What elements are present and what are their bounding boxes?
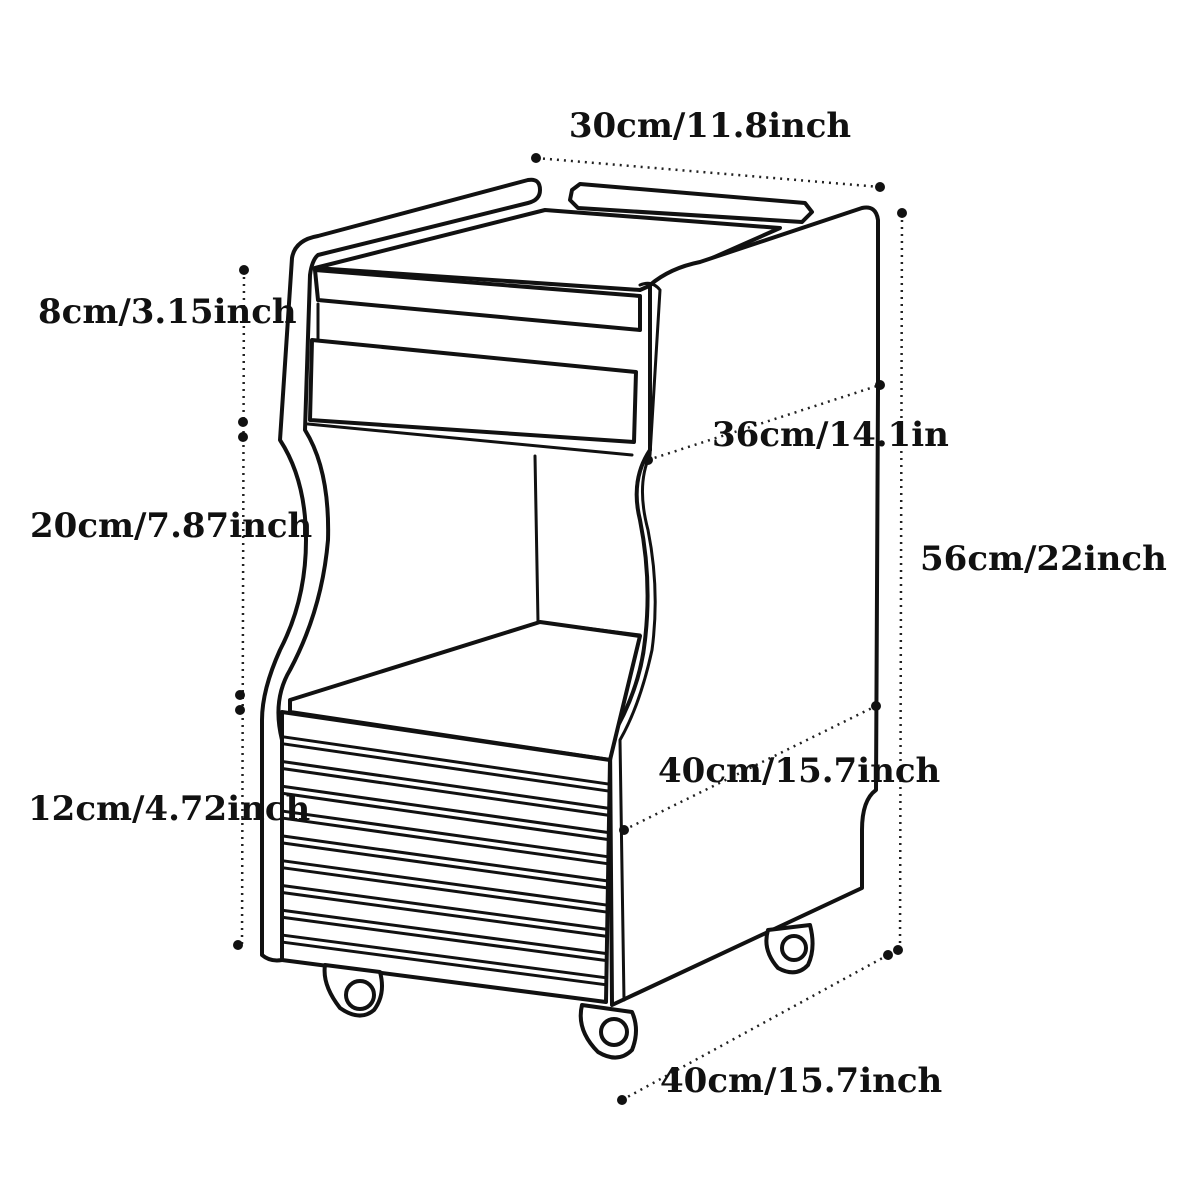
dimension-lines bbox=[240, 156, 904, 1102]
slat-line bbox=[281, 735, 612, 786]
caster-front-right bbox=[578, 1003, 638, 1060]
slat-line bbox=[281, 809, 610, 859]
dimension-endpoints bbox=[233, 153, 907, 1105]
middle-section-label: 20cm/7.87inch bbox=[30, 506, 312, 546]
slat-line bbox=[281, 767, 611, 817]
slat-line bbox=[281, 859, 610, 907]
slat-line bbox=[281, 884, 609, 931]
base-depth-label: 40cm/15.7inch bbox=[660, 1061, 942, 1101]
lower-depth-label: 40cm/15.7inch bbox=[658, 751, 940, 791]
shelf-back-wall bbox=[533, 454, 642, 637]
slat-line bbox=[281, 791, 611, 842]
caster-back-right bbox=[764, 923, 815, 975]
top-back-rail bbox=[568, 182, 814, 224]
lower-front-slats bbox=[281, 735, 612, 987]
caster-front-left bbox=[322, 963, 384, 1018]
side-depth-label: 36cm/14.1in bbox=[712, 415, 949, 455]
left-side-panel bbox=[260, 177, 542, 963]
cart-illustration bbox=[260, 177, 880, 1007]
right-side-panel bbox=[608, 205, 880, 1007]
slat-line bbox=[281, 834, 610, 883]
right-panel-curve bbox=[618, 281, 662, 1002]
slat-line bbox=[281, 816, 610, 866]
slat-line bbox=[281, 933, 608, 980]
drawer-divider bbox=[306, 302, 634, 457]
slat-line bbox=[281, 784, 611, 835]
slat-line bbox=[281, 940, 608, 987]
slat-line bbox=[281, 908, 609, 956]
bottom-section-label: 12cm/4.72inch bbox=[28, 789, 310, 829]
drawer-middle bbox=[308, 338, 638, 444]
top-surface bbox=[313, 208, 782, 292]
slat-line bbox=[281, 841, 610, 890]
total-height-label: 56cm/22inch bbox=[920, 539, 1167, 579]
drawer-top bbox=[313, 268, 642, 332]
slat-line bbox=[281, 760, 611, 810]
slat-line bbox=[281, 866, 610, 914]
bottom-shelf bbox=[288, 620, 642, 762]
slat-line bbox=[281, 891, 609, 938]
slat-line bbox=[281, 742, 612, 793]
width-label: 30cm/11.8inch bbox=[569, 106, 851, 146]
slat-line bbox=[281, 915, 609, 963]
casters bbox=[322, 923, 815, 1060]
top-section-label: 8cm/3.15inch bbox=[38, 292, 297, 332]
